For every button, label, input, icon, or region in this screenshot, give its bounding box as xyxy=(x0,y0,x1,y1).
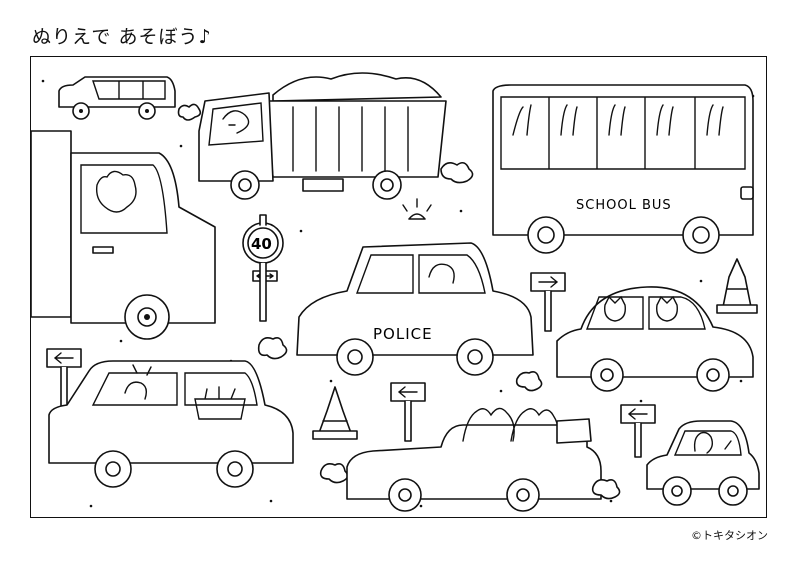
coloring-illustration: SCHOOL BUS 40 POLICE xyxy=(31,72,760,512)
cat-car xyxy=(515,286,754,392)
police-car: POLICE xyxy=(257,198,534,376)
arrow-left-sign-icon xyxy=(397,386,418,398)
school-bus-label: SCHOOL BUS xyxy=(576,198,672,213)
coloring-page-frame: SCHOOL BUS 40 POLICE xyxy=(30,56,767,518)
siren-icon xyxy=(408,213,426,220)
speed-sign-number: 40 xyxy=(251,235,272,253)
exhaust-cloud-icon xyxy=(257,337,288,360)
arrow-left-sign-middle xyxy=(390,382,426,442)
traffic-cone-right xyxy=(716,258,758,314)
arrow-left-sign-icon xyxy=(627,408,648,420)
exhaust-cloud-icon xyxy=(591,479,621,500)
dog-car xyxy=(646,420,760,506)
school-bus: SCHOOL BUS xyxy=(492,84,754,254)
traffic-cone-icon xyxy=(318,386,352,434)
tiger-convertible xyxy=(346,407,621,512)
traffic-cone-icon xyxy=(722,258,752,308)
page-title: ぬりえで あそぼう♪ xyxy=(32,26,212,48)
credit-text: ©トキタシオン xyxy=(691,529,768,542)
big-truck-left xyxy=(31,130,216,340)
arrow-right-sign-icon xyxy=(538,276,559,288)
exhaust-cloud-icon xyxy=(515,371,543,392)
exhaust-cloud-icon xyxy=(440,161,474,184)
police-label: POLICE xyxy=(373,325,433,343)
speed-limit-sign: 40 xyxy=(242,214,284,322)
exhaust-cloud-icon xyxy=(177,103,202,121)
arrow-left-sign-icon xyxy=(53,352,74,364)
dump-truck xyxy=(198,72,474,200)
arrow-left-sign-left xyxy=(46,348,82,410)
arrow-left-sign-right xyxy=(620,404,656,458)
exhaust-cloud-icon xyxy=(319,463,349,484)
arrow-right-sign xyxy=(530,272,566,332)
small-car-top-left xyxy=(58,76,202,121)
reindeer-car xyxy=(48,360,294,488)
